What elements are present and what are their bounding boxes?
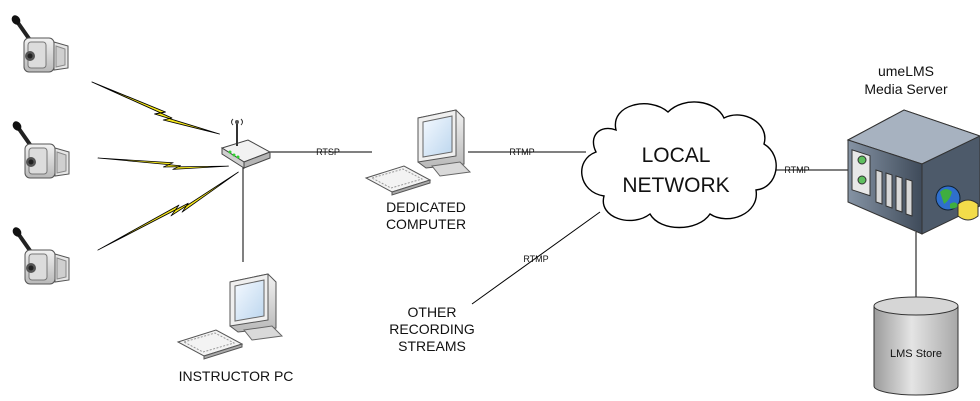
computer-icon <box>177 273 283 360</box>
link-label-rtmp-server: RTMP <box>784 165 809 175</box>
link-label-rtmp-dedicated: RTMP <box>509 147 534 157</box>
link-label-rtmp-other: RTMP <box>523 254 548 264</box>
server-icon <box>846 109 980 235</box>
globe-icon <box>935 185 961 211</box>
lightning-icon <box>97 139 239 284</box>
dedicated-computer <box>365 109 471 196</box>
label-instructor-pc: INSTRUCTOR PC <box>179 368 294 384</box>
label-cloud-line2: NETWORK <box>622 174 729 197</box>
instructor-pc <box>177 273 283 360</box>
router-icon <box>220 118 272 169</box>
label-server-line1: umeLMS <box>878 63 934 79</box>
wireless-link-2 <box>97 125 229 199</box>
label-cloud-line1: LOCAL <box>642 144 711 167</box>
database-icon <box>873 296 959 396</box>
media-server <box>846 109 980 235</box>
computer-icon <box>365 109 471 196</box>
camcorder-1 <box>7 11 70 75</box>
camcorder-icon <box>8 117 71 180</box>
camcorder-icon <box>7 11 70 75</box>
camcorder-icon <box>8 223 71 286</box>
label-other-line2: RECORDING <box>389 321 475 337</box>
wireless-link-1 <box>91 81 220 135</box>
label-other-line3: STREAMS <box>398 338 466 354</box>
lms-store <box>873 296 959 396</box>
local-network-cloud <box>581 101 777 229</box>
label-server-line2: Media Server <box>864 81 948 97</box>
cloud-icon <box>581 101 777 229</box>
label-other-line1: OTHER <box>408 304 457 320</box>
lightning-icon <box>91 81 220 135</box>
label-dedicated-line1: DEDICATED <box>386 199 466 215</box>
cable-icon <box>957 199 979 221</box>
wireless-link-3 <box>97 139 239 284</box>
camcorder-2 <box>8 117 71 180</box>
lightning-icon <box>97 125 229 199</box>
label-dedicated-line2: COMPUTER <box>386 216 466 232</box>
label-lms-store: LMS Store <box>890 348 942 360</box>
connector-lines <box>242 151 917 305</box>
link-label-rtsp: RTSP <box>316 147 340 157</box>
camcorder-3 <box>8 223 71 286</box>
router <box>220 118 272 169</box>
